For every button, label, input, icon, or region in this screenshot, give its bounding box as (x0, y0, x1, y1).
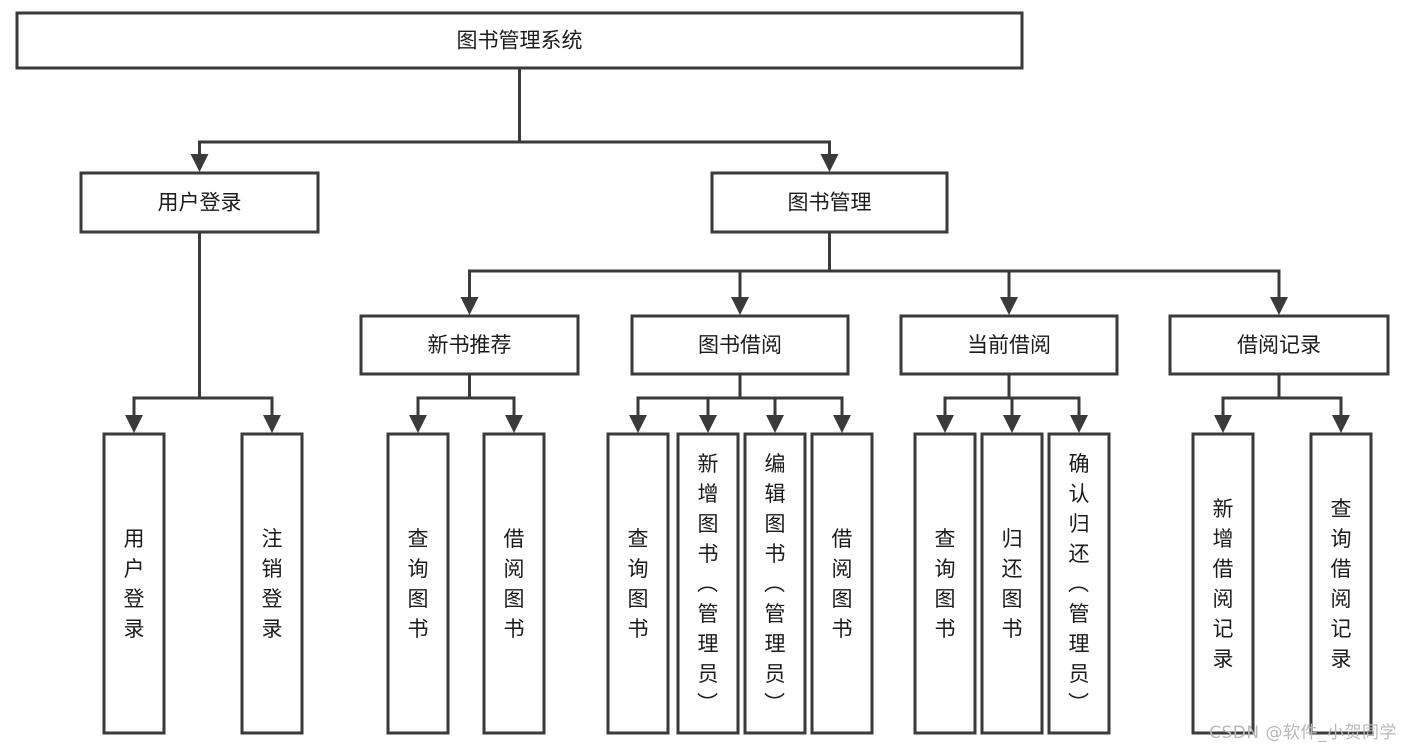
node-leaf-8-查询图书[interactable]: 查询图书 (913, 432, 977, 735)
arrow-head-leaf-9 (1003, 415, 1021, 433)
node-label: 当前借阅 (967, 333, 1051, 357)
node-leaf-3-借阅图书[interactable]: 借阅图书 (482, 432, 546, 735)
connector-leaf-3 (468, 396, 516, 418)
connector-leaf-7 (738, 396, 844, 418)
node-leaf-11-新增借阅记录[interactable]: 新增借阅记录 (1191, 432, 1255, 735)
node-l3-图书借阅[interactable]: 图书借阅 (630, 314, 850, 376)
connector-root-to-l2-0 (198, 140, 521, 157)
node-label: 用户登录 (124, 527, 145, 641)
arrow-head-leaf-1 (263, 415, 281, 433)
node-label: 新增借阅记录 (1213, 497, 1234, 671)
node-leaf-6-编辑图书管理员[interactable]: 编辑图书（管理员） (743, 432, 807, 735)
node-leaf-7-借阅图书[interactable]: 借阅图书 (810, 432, 874, 735)
connector-l2-to-l3-2 (828, 269, 1011, 300)
node-label: 注销登录 (262, 527, 283, 641)
connector-leaf-0 (132, 396, 201, 418)
node-l3-新书推荐[interactable]: 新书推荐 (359, 314, 580, 376)
connector-layer (125, 66, 1350, 433)
connector-leaf-8 (943, 396, 1011, 418)
arrow-head-l3-2 (1000, 297, 1018, 315)
connector-leaf-9 (1007, 396, 1014, 418)
node-label: 查询图书 (935, 527, 956, 641)
arrow-head-leaf-12 (1332, 415, 1350, 433)
connector-leaf-4 (636, 396, 742, 418)
connector-leaf-12 (1277, 396, 1343, 418)
arrow-head-leaf-10 (1070, 415, 1088, 433)
node-leaf-5-新增图书管理员[interactable]: 新增图书（管理员） (676, 432, 740, 735)
node-label: 借阅记录 (1237, 333, 1321, 357)
arrow-head-leaf-7 (833, 415, 851, 433)
node-label: 图书管理系统 (457, 29, 583, 53)
node-l2-用户登录[interactable]: 用户登录 (79, 171, 320, 234)
arrow-head-leaf-2 (409, 415, 427, 433)
arrow-head-leaf-8 (936, 415, 954, 433)
node-label: 确认归还（管理员） (1068, 452, 1090, 716)
node-leaf-4-查询图书[interactable]: 查询图书 (606, 432, 670, 735)
connector-leaf-2 (416, 396, 471, 418)
node-l3-当前借阅[interactable]: 当前借阅 (899, 314, 1119, 376)
connector-leaf-1 (198, 396, 274, 418)
arrow-head-l3-0 (460, 297, 479, 315)
arrow-head-leaf-0 (125, 415, 143, 433)
node-leaf-1-注销登录[interactable]: 注销登录 (240, 432, 304, 735)
arrow-head-leaf-6 (766, 415, 784, 433)
node-label: 查询借阅记录 (1331, 497, 1352, 671)
arrow-head-l2-1 (820, 154, 839, 172)
node-l3-借阅记录[interactable]: 借阅记录 (1168, 314, 1390, 376)
arrow-head-l3-1 (731, 297, 749, 315)
node-layer: 图书管理系统用户登录图书管理新书推荐图书借阅当前借阅借阅记录用户登录注销登录查询… (15, 11, 1390, 735)
arrow-head-l3-3 (1270, 297, 1288, 315)
arrow-head-l2-0 (190, 154, 209, 172)
node-leaf-12-查询借阅记录[interactable]: 查询借阅记录 (1309, 432, 1373, 735)
node-root-图书管理系统[interactable]: 图书管理系统 (15, 11, 1024, 70)
connector-l2-to-l3-0 (468, 269, 831, 300)
arrow-head-leaf-4 (629, 415, 647, 433)
node-leaf-2-查询图书[interactable]: 查询图书 (386, 432, 450, 735)
watermark-label: CSDN @软件_小贺同学 (1209, 723, 1397, 743)
node-label: 查询图书 (628, 527, 649, 641)
arrow-head-leaf-11 (1214, 415, 1232, 433)
node-label: 图书管理 (788, 191, 872, 215)
connector-l2-to-l3-3 (828, 269, 1281, 300)
node-label: 图书借阅 (698, 333, 782, 357)
arrow-head-leaf-3 (505, 415, 523, 433)
connector-leaf-6 (738, 396, 777, 418)
connector-leaf-11 (1221, 396, 1281, 418)
node-leaf-0-用户登录[interactable]: 用户登录 (102, 432, 166, 735)
node-label: 借阅图书 (832, 527, 853, 641)
node-label: 归还图书 (1002, 527, 1023, 641)
node-label: 新增图书（管理员） (697, 452, 719, 716)
node-label: 借阅图书 (504, 527, 525, 641)
node-label: 新书推荐 (428, 333, 512, 357)
node-label: 编辑图书（管理员） (764, 452, 786, 716)
connector-root-to-l2-1 (518, 140, 831, 157)
node-label: 查询图书 (408, 527, 429, 641)
node-label: 用户登录 (158, 191, 242, 215)
connector-leaf-10 (1007, 396, 1081, 418)
node-leaf-9-归还图书[interactable]: 归还图书 (980, 432, 1044, 735)
node-leaf-10-确认归还管理员[interactable]: 确认归还（管理员） (1047, 432, 1111, 735)
connector-leaf-5 (706, 396, 742, 418)
arrow-head-leaf-5 (699, 415, 717, 433)
node-l2-图书管理[interactable]: 图书管理 (710, 171, 949, 234)
connector-l2-to-l3-1 (738, 269, 831, 300)
